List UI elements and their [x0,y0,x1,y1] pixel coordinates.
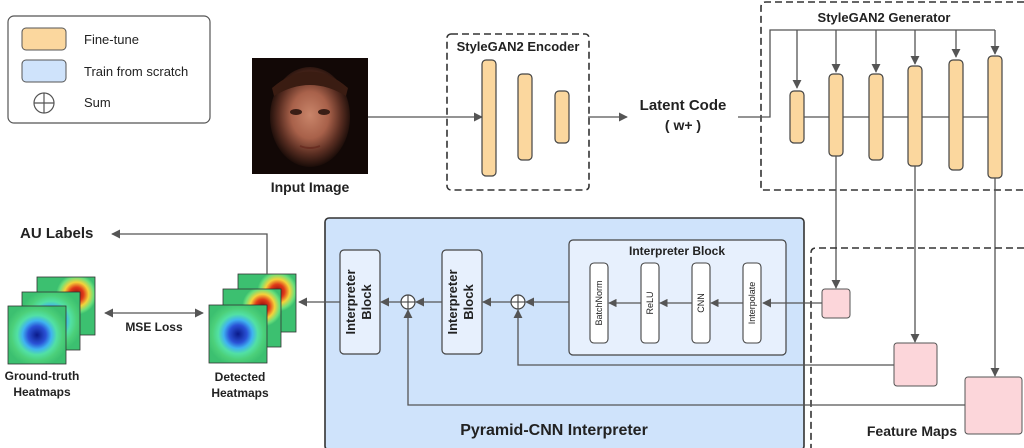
ground-truth-heatmaps: Ground-truth Heatmaps [5,276,96,399]
stylegan2-generator: StyleGAN2 Generator [738,1,1024,191]
generator-layer [948,59,964,171]
mse-loss-label: MSE Loss [125,320,183,334]
ground-truth-label: Ground-truth [5,369,80,383]
latent-code-label: Latent Code [640,97,727,114]
sum-node [510,294,526,310]
generator-layer [987,55,1003,179]
relu-label: ReLU [645,291,655,314]
input-image-label: Input Image [271,179,350,195]
cnn-label: CNN [696,293,706,313]
generator-title: StyleGAN2 Generator [818,10,951,25]
pyramid-cnn-interpreter: Pyramid-CNN Interpreter Interpreter Bloc… [324,217,805,448]
generator-layer [868,73,884,161]
generator-layer [828,73,844,157]
legend-finetune-label: Fine-tune [84,32,139,47]
generator-layer [789,90,805,144]
sum-icon [33,92,55,114]
encoder-layer [481,59,497,177]
au-labels: AU Labels [20,225,93,242]
interpreter-block-2-label: Interpreter [445,269,460,334]
encoder-layer [554,90,570,144]
legend-scratch-swatch [21,59,67,83]
detected-heatmaps-label: Detected [215,370,266,384]
interpreter-title: Pyramid-CNN Interpreter [460,422,648,439]
legend-sum-label: Sum [84,95,111,110]
detail-layer-batchnorm: BatchNorm [589,262,609,344]
latent-code-sub: ( w+ ) [665,117,701,133]
ground-truth-label-2: Heatmaps [13,385,71,399]
legend-finetune-swatch [21,27,67,51]
detail-layer-relu: ReLU [640,262,660,344]
generator-layer [907,65,923,167]
encoder-layer [517,73,533,161]
feature-map-medium [893,342,938,387]
detected-heatmaps-label-2: Heatmaps [211,386,269,400]
interpreter-block-2-sublabel: Block [461,284,476,320]
detail-layer-cnn: CNN [691,262,711,344]
legend: Fine-tune Train from scratch Sum [7,15,211,124]
interpreter-block-1-sublabel: Block [359,284,374,320]
feature-maps-label: Feature Maps [867,423,957,439]
interpreter-block-detail [568,239,787,356]
feature-map-small [821,288,851,319]
interpreter-block-1-label: Interpreter [343,269,358,334]
batchnorm-label: BatchNorm [594,280,604,325]
input-face-image [252,58,368,174]
feature-map-large [964,376,1023,435]
detail-layer-interpolate: Interpolate [742,262,762,344]
legend-scratch-label: Train from scratch [84,64,188,79]
sum-node [400,294,416,310]
interpreter-detail-title: Interpreter Block [629,244,725,258]
feature-maps: Feature Maps [810,247,1024,448]
interpolate-label: Interpolate [747,282,757,325]
encoder-title: StyleGAN2 Encoder [457,39,580,54]
stylegan2-encoder: StyleGAN2 Encoder [446,33,590,191]
detected-heatmaps: Detected Heatmaps [208,273,297,400]
